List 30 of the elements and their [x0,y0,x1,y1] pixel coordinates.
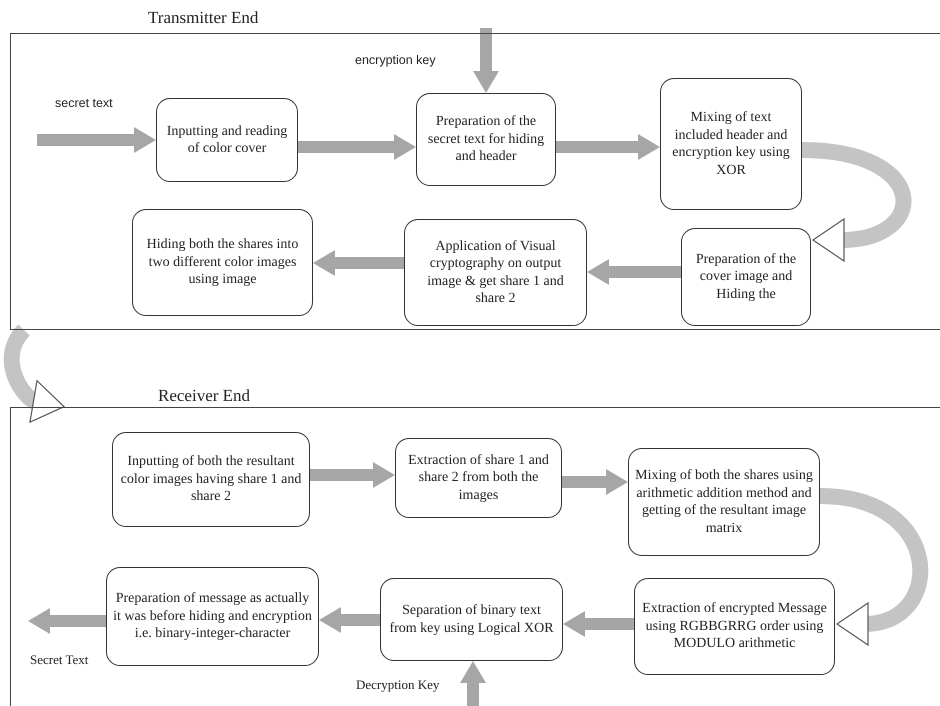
process-box: Mixing of both the shares using arithmetic addition method and getting of the resultant image matrix [628,448,820,556]
process-box: Separation of binary text from key using Logical XOR [380,578,563,661]
process-box: Extraction of encrypted Message using RGBBGRRG order using MODULO arithmetic [634,578,835,675]
process-box: Mixing of text included header and encryption key using XOR [660,78,802,210]
block-arrow [319,607,380,633]
process-box: Inputting of both the resultant color images having share 1 and share 2 [112,432,310,527]
block-arrow [563,611,634,637]
process-box: Inputting and reading of color cover [156,98,298,182]
process-box: Hiding both the shares into two different color images using image [132,209,313,316]
block-arrow [460,661,486,706]
block-arrow [37,127,156,153]
process-box: Preparation of message as actually it was before hiding and encryption i.e. binary-integer-character [106,567,319,666]
process-box: Application of Visual cryptography on output image & get share 1 and share 2 [404,219,587,326]
block-arrow [313,250,404,276]
block-arrow [28,608,106,634]
process-box: Preparation of the secret text for hiding and header [416,93,556,186]
block-arrow [298,134,416,160]
block-arrow [556,134,660,160]
input-label: Secret Text [30,652,88,668]
input-label: encryption key [355,53,436,67]
block-arrow [562,469,628,495]
input-label: secret text [55,96,113,110]
panel-heading: Transmitter End [148,8,258,28]
block-arrow [587,259,681,285]
input-label: Decryption Key [356,677,440,693]
block-arrow [310,462,395,488]
block-arrow [473,28,499,93]
process-box: Preparation of the cover image and Hiding the [681,228,811,326]
panel-heading: Receiver End [158,386,250,406]
process-box: Extraction of share 1 and share 2 from both the images [395,438,562,518]
